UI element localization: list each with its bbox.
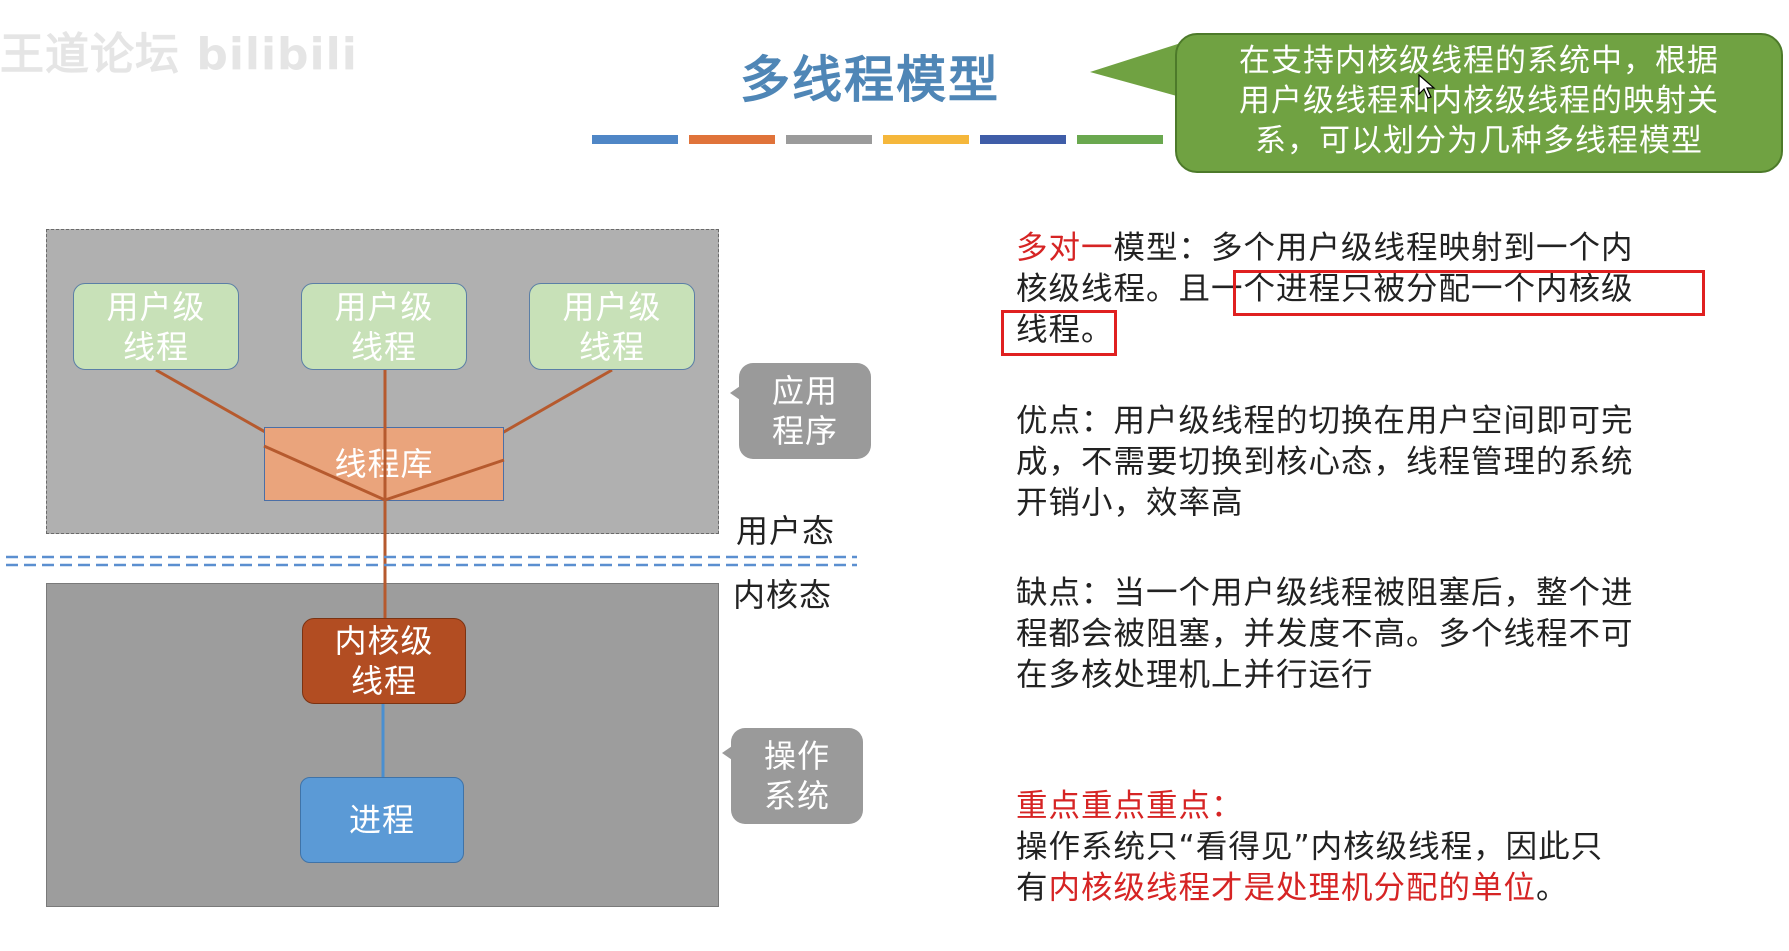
node-label: 程序	[771, 412, 838, 450]
key-line: 。	[1536, 870, 1569, 906]
advantages-line: 优点：用户级线程的切换在用户空间即可完	[1016, 403, 1634, 439]
advantages-line: 成，不需要切换到核心态，线程管理的系统	[1016, 444, 1634, 480]
callout-bubble: 在支持内核级线程的系统中，根据 用户级线程和内核级线程的映射关 系，可以划分为几…	[1175, 33, 1783, 173]
title-bar-segment	[1077, 135, 1163, 144]
node-label: 线程库	[334, 445, 434, 483]
callout-pointer	[1090, 42, 1184, 98]
title-bar-segment	[689, 135, 775, 144]
page-title: 多线程模型	[740, 51, 1000, 109]
disadvantages-line: 程都会被阻塞，并发度不高。多个线程不可	[1016, 616, 1634, 652]
disadvantages-line: 在多核处理机上并行运行	[1016, 657, 1374, 693]
node-label: 线程	[578, 327, 645, 366]
advantages-text: 优点：用户级线程的切换在用户空间即可完 成，不需要切换到核心态，线程管理的系统 …	[1016, 401, 1706, 524]
thread-library: 线程库	[264, 427, 504, 501]
title-bar-segment	[883, 135, 969, 144]
node-label: 应用	[771, 372, 838, 410]
kernel-mode-label: 内核态	[733, 576, 833, 614]
highlight-box	[1001, 310, 1117, 356]
model-desc-text: 核级线程。且	[1016, 271, 1212, 307]
advantages-line: 开销小，效率高	[1016, 485, 1244, 521]
app-label: 应用程序	[739, 363, 871, 459]
node-label: 系统	[763, 777, 830, 815]
node-label: 操作	[763, 737, 830, 775]
key-points: 重点重点重点： 操作系统只“看得见”内核级线程，因此只 有内核级线程才是处理机分…	[1016, 786, 1706, 909]
model-name: 多对一	[1016, 230, 1114, 266]
highlight-box	[1233, 270, 1705, 316]
node-label: 内核级	[334, 622, 434, 660]
user-mode-label: 用户态	[736, 512, 836, 550]
highlighted-statement: 一个进程只被分配一个内核级	[1211, 271, 1634, 307]
node-label: 用户级	[562, 287, 662, 326]
node-label: 线程	[350, 327, 417, 366]
callout-line: 系，可以划分为几种多线程模型	[1255, 123, 1703, 159]
mouse-cursor-icon	[1418, 74, 1436, 99]
disadvantages-text: 缺点：当一个用户级线程被阻塞后，整个进 程都会被阻塞，并发度不高。多个线程不可 …	[1016, 573, 1706, 696]
node-label: 线程	[122, 327, 189, 366]
callout-line: 用户级线程和内核级线程的映射关	[1239, 83, 1719, 119]
title-bar-segment	[592, 135, 678, 144]
watermark-logo: 王道论坛 bilibili	[0, 29, 358, 80]
model-desc-text: 模型：多个用户级线程映射到一个内	[1113, 230, 1634, 266]
key-heading: 重点重点重点：	[1016, 788, 1244, 824]
os-label: 操作系统	[731, 728, 863, 824]
highlighted-statement: 线程。	[1016, 312, 1114, 348]
user-thread-3: 用户级线程	[529, 283, 695, 370]
user-thread-2: 用户级线程	[301, 283, 467, 370]
node-label: 用户级	[106, 287, 206, 326]
node-label: 用户级	[334, 287, 434, 326]
user-thread-1: 用户级线程	[73, 283, 239, 370]
process-node: 进程	[300, 777, 464, 863]
node-label: 线程	[350, 662, 417, 700]
title-bar-segment	[786, 135, 872, 144]
callout-line: 在支持内核级线程的系统中，根据	[1239, 43, 1719, 79]
node-label: 进程	[348, 801, 415, 839]
model-description: 多对一模型：多个用户级线程映射到一个内 核级线程。且一个进程只被分配一个内核级 …	[1016, 228, 1706, 351]
key-emphasis: 内核级线程才是处理机分配的单位	[1048, 870, 1537, 906]
key-line: 有	[1016, 870, 1049, 906]
kernel-thread: 内核级线程	[302, 618, 466, 704]
title-bar-segment	[980, 135, 1066, 144]
disadvantages-line: 缺点：当一个用户级线程被阻塞后，整个进	[1016, 575, 1634, 611]
key-line: 操作系统只“看得见”内核级线程，因此只	[1016, 829, 1604, 865]
